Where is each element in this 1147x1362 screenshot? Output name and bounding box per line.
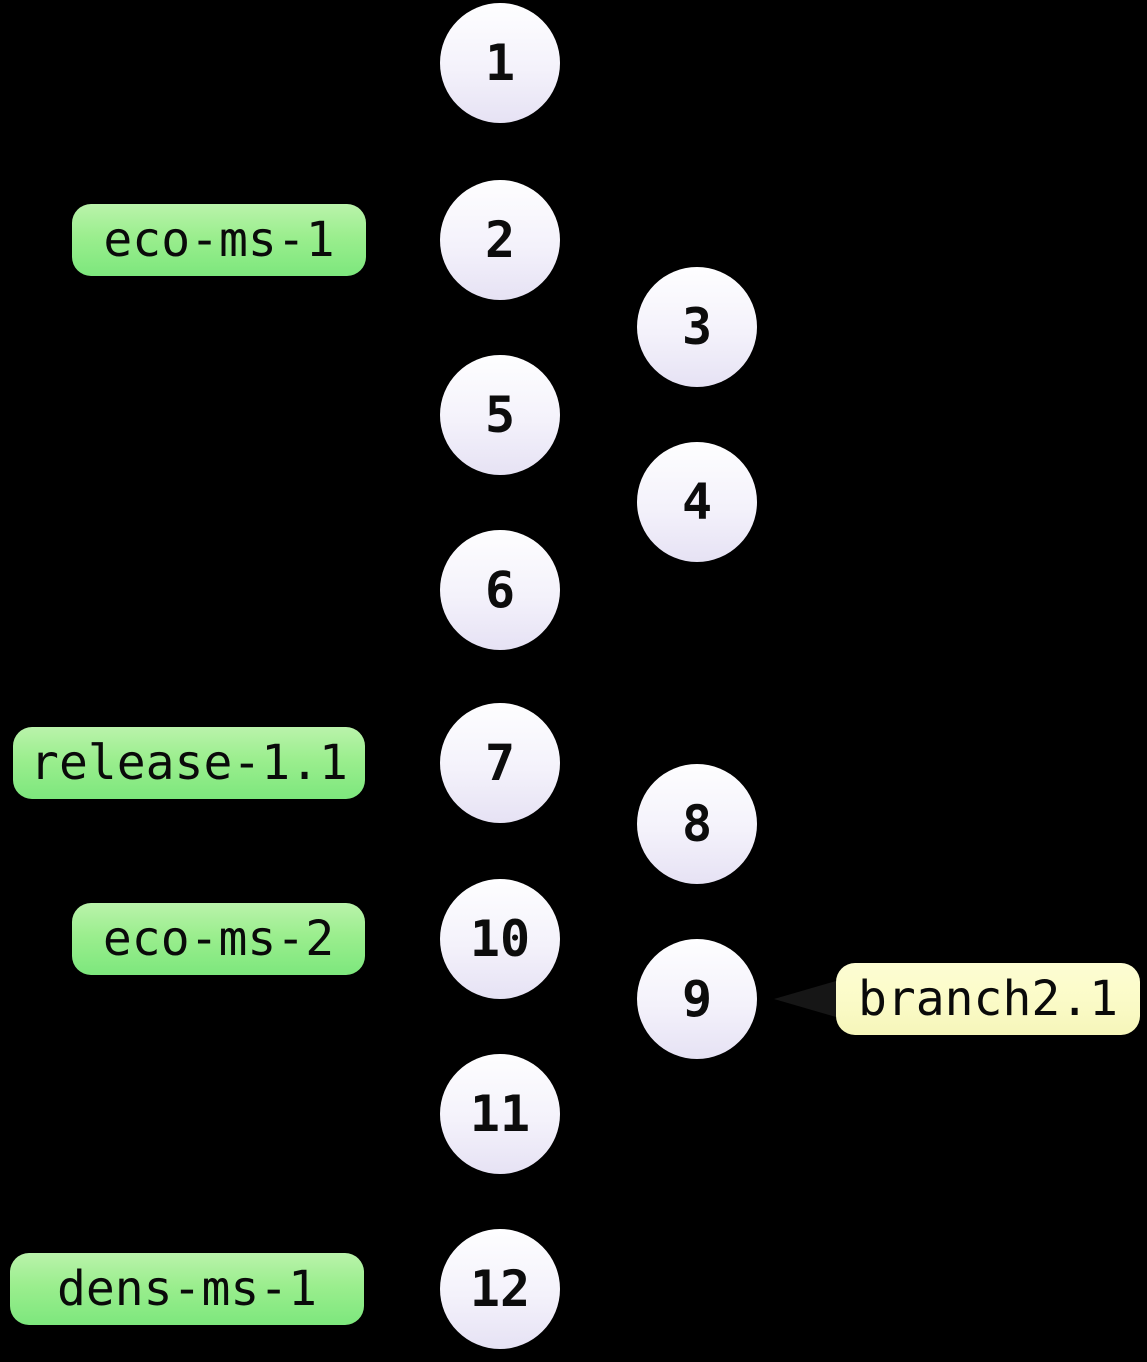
tag-label-eco-ms-1: eco-ms-1 [72,204,366,276]
branch-label-branch2-1: branch2.1 [836,963,1140,1035]
commit-node-3: 3 [637,267,757,387]
commit-node-5: 5 [440,355,560,475]
commit-id: 1 [484,34,516,92]
tag-label-release-1-1: release-1.1 [13,727,365,799]
commit-id: 8 [681,795,713,853]
commit-id: 4 [681,473,713,531]
commit-id: 6 [484,561,516,619]
commit-id: 3 [681,298,713,356]
commit-node-8: 8 [637,764,757,884]
commit-node-9: 9 [637,939,757,1059]
commit-id: 10 [469,910,531,968]
commit-id: 2 [484,211,516,269]
commit-node-7: 7 [440,703,560,823]
commit-node-1: 1 [440,3,560,123]
commit-node-2: 2 [440,180,560,300]
commit-node-6: 6 [440,530,560,650]
commit-node-4: 4 [637,442,757,562]
tag-label-dens-ms-1: dens-ms-1 [10,1253,364,1325]
tag-label-eco-ms-2: eco-ms-2 [72,903,365,975]
commit-id: 9 [681,970,713,1028]
commit-node-12: 12 [440,1229,560,1349]
commit-id: 11 [469,1085,531,1143]
commit-node-11: 11 [440,1054,560,1174]
branch-label-pointer-icon [774,981,836,1017]
commit-node-10: 10 [440,879,560,999]
commit-id: 5 [484,386,516,444]
commit-id: 7 [484,734,516,792]
commit-id: 12 [469,1260,531,1318]
